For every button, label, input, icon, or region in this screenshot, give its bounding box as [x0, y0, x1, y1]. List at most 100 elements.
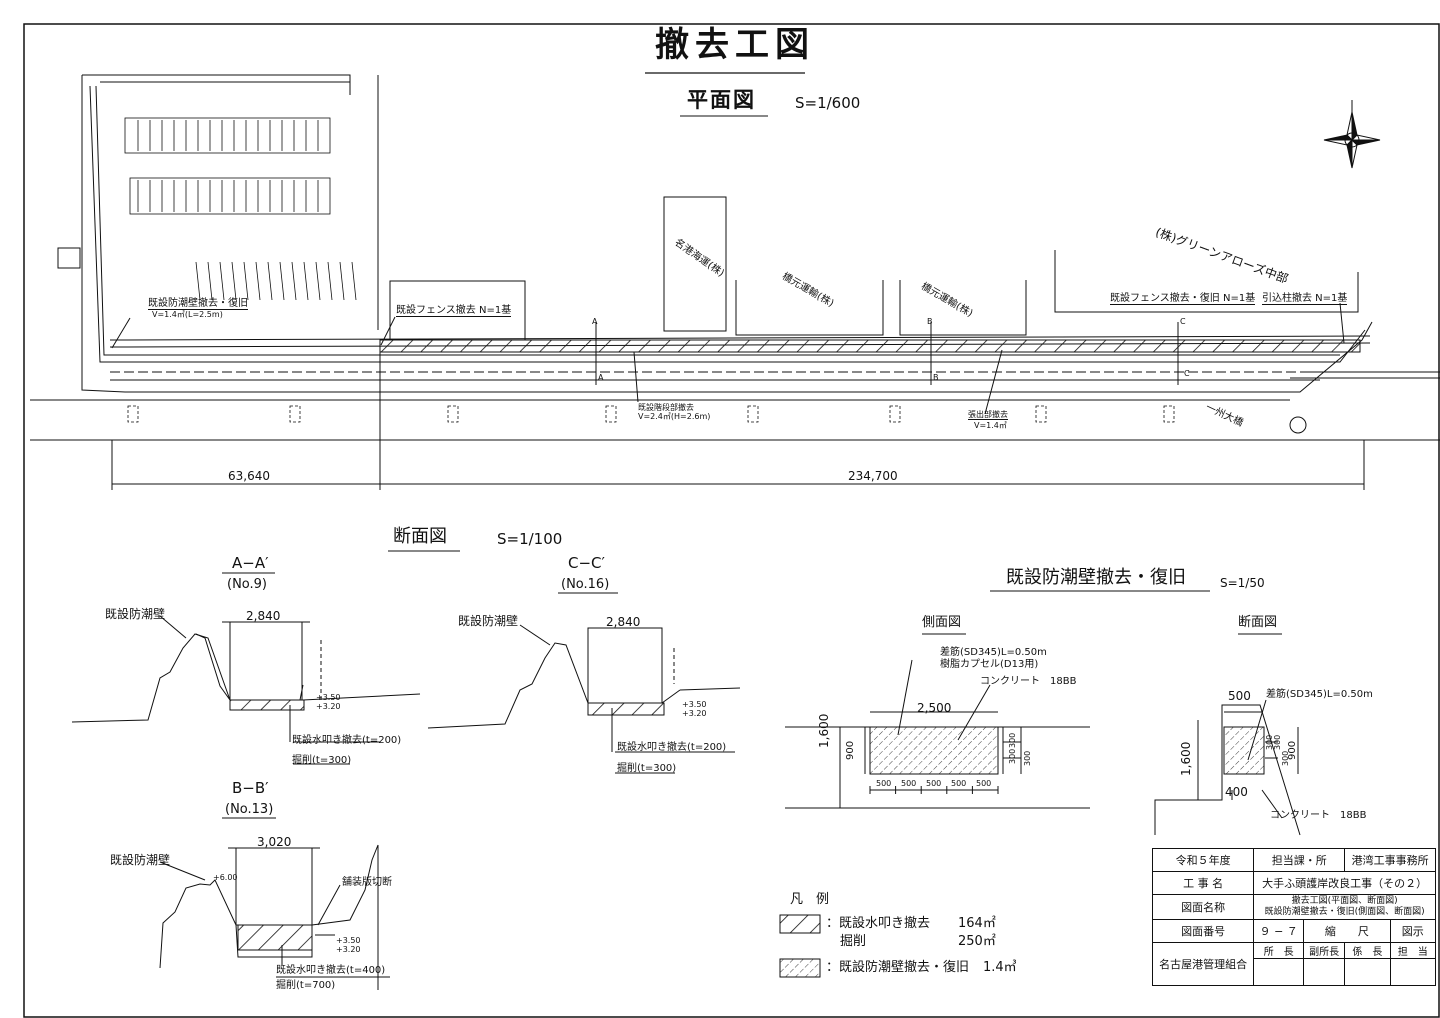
callout-wall-removal-sub: V=1.4㎥(L=2.5m)	[152, 310, 223, 319]
section-cc-width: 2,840	[606, 615, 641, 629]
detail-side-heading: 側面図	[922, 615, 962, 630]
section-bb-width: 3,020	[257, 835, 292, 849]
section-mark-b2: B	[933, 373, 939, 382]
section-aa-no: (No.9)	[227, 577, 267, 592]
legend-row2: 掘削	[840, 934, 867, 949]
tb-dwg-name-label: 図面名称	[1151, 894, 1255, 920]
tb-sign-box-2	[1303, 958, 1346, 986]
detail-sect-h-part-3: 300	[1281, 750, 1290, 766]
detail-scale: S=1/50	[1220, 576, 1265, 590]
tb-work-label: 工 事 名	[1151, 871, 1255, 895]
detail-side-spacing-2: 500	[901, 779, 917, 788]
detail-side-h-part-1: 300	[1008, 732, 1017, 748]
callout-fence-left: 既設フェンス撤去 N=1基	[396, 305, 512, 317]
section-bb-lev1: +3.50	[336, 936, 361, 945]
legend-row3-value: 1.4㎥	[983, 960, 1017, 975]
detail-sect-h-total: 1,600	[1179, 741, 1193, 776]
tb-sign-box-3	[1344, 958, 1391, 986]
detail-side-h-total: 1,600	[817, 713, 831, 748]
dim-right: 234,700	[848, 469, 898, 483]
section-aa-name: A−A′	[232, 554, 269, 572]
tb-org: 名古屋港管理組合	[1151, 942, 1255, 986]
callout-overhang: 張出部撤去	[968, 410, 1008, 420]
detail-side-width: 2,500	[917, 701, 952, 715]
section-aa-note1: 既設水叩き撤去(t=200)	[292, 735, 402, 746]
detail-side-spacing-4: 500	[951, 779, 967, 788]
callout-overhang-sub: V=1.4㎥	[974, 421, 1007, 430]
tb-scale-value: 図示	[1389, 919, 1437, 943]
callout-stairs-sub: V=2.4㎥(H=2.6m)	[638, 412, 711, 421]
plan-heading: 平面図	[687, 88, 756, 112]
tb-sign-1: 所 長	[1253, 942, 1305, 959]
legend-row1-value: 164㎡	[958, 916, 996, 931]
detail-side-spacing-1: 500	[876, 779, 892, 788]
section-heading: 断面図	[393, 526, 447, 547]
callout-wall-removal: 既設防潮壁撤去・復旧	[148, 298, 248, 310]
section-mark-c2: C	[1184, 369, 1190, 378]
section-bb-note2: 掘削(t=700)	[276, 980, 336, 991]
callout-stairs: 既設階段部撤去	[638, 403, 694, 412]
section-cc-lev1: +3.50	[682, 700, 707, 709]
section-bb-wall: 既設防潮壁	[110, 853, 171, 867]
tb-sign-box-1	[1253, 958, 1305, 986]
tb-dwg-no-label: 図面番号	[1151, 919, 1255, 943]
detail-side-rebar: 差筋(SD345)L=0.50m	[940, 647, 1047, 658]
detail-sect-base: 400	[1225, 785, 1248, 799]
detail-side-spacing-5: 500	[976, 779, 992, 788]
section-aa-width: 2,840	[246, 609, 281, 623]
section-cc-name: C−C′	[568, 554, 605, 572]
section-cc-no: (No.16)	[561, 577, 610, 592]
tb-dwg-name: 撤去工図(平面図、断面図) 既設防潮壁撤去・復旧(側面図、断面図)	[1253, 894, 1436, 920]
section-aa-lev2: +3.20	[316, 702, 341, 711]
detail-side-h-wall: 900	[845, 740, 856, 760]
detail-sect-width: 500	[1228, 689, 1251, 703]
detail-sect-rebar: 差筋(SD345)L=0.50m	[1266, 689, 1373, 700]
section-aa-note2: 掘削(t=300)	[292, 755, 352, 766]
tb-office: 港湾工事事務所	[1344, 848, 1436, 872]
tb-scale-label: 縮 尺	[1303, 919, 1391, 943]
detail-sect-concrete: コンクリート 18BB	[1270, 810, 1367, 821]
section-bb-lev0: +6.00	[213, 873, 238, 882]
section-bb-note1: 既設水叩き撤去(t=400)	[276, 965, 386, 976]
tb-sign-4: 担 当	[1389, 942, 1437, 959]
section-mark-a1: A	[592, 317, 598, 326]
section-cc-note2: 掘削(t=300)	[617, 763, 677, 774]
section-scale: S=1/100	[497, 530, 563, 548]
tb-dwg-no: ９ − ７	[1253, 919, 1305, 943]
detail-sect-heading: 断面図	[1238, 615, 1278, 630]
detail-sect-h-part-2: 300	[1273, 734, 1282, 750]
legend-row2-value: 250㎡	[958, 934, 996, 949]
section-mark-a2: A	[598, 373, 604, 382]
callout-pole: 引込柱撤去 N=1基	[1262, 293, 1348, 305]
tb-charge-label: 担当課・所	[1253, 848, 1346, 872]
section-bb-name: B−B′	[232, 779, 269, 797]
legend-row1: ：既設水叩き撤去	[826, 916, 931, 931]
dim-left: 63,640	[228, 469, 270, 483]
tb-sign-3: 係 長	[1344, 942, 1391, 959]
detail-side-spacing-3: 500	[926, 779, 942, 788]
section-aa-wall: 既設防潮壁	[105, 607, 166, 621]
section-mark-c1: C	[1180, 317, 1186, 326]
section-cc-wall: 既設防潮壁	[458, 614, 519, 628]
section-cc-lev2: +3.20	[682, 709, 707, 718]
tb-sign-2: 副所長	[1303, 942, 1346, 959]
legend-heading: 凡 例	[790, 892, 830, 907]
section-aa-lev1: +3.50	[316, 693, 341, 702]
detail-side-h-part-3: 300	[1023, 750, 1032, 766]
tb-year: 令和５年度	[1151, 848, 1255, 872]
legend-row3: ：既設防潮壁撤去・復旧	[826, 960, 970, 975]
detail-side-h-part-2: 300	[1008, 748, 1017, 764]
plan-scale: S=1/600	[795, 94, 861, 112]
detail-heading: 既設防潮壁撤去・復旧	[1006, 567, 1186, 588]
section-bb-no: (No.13)	[225, 802, 274, 817]
tb-dwg-name-1: 撤去工図(平面図、断面図)	[1291, 896, 1398, 906]
detail-side-concrete: コンクリート 18BB	[980, 676, 1077, 687]
section-cc-note1: 既設水叩き撤去(t=200)	[617, 742, 727, 753]
callout-fence-right: 既設フェンス撤去・復旧 N=1基	[1110, 293, 1256, 305]
tb-work: 大手ふ頭護岸改良工事（その２）	[1253, 871, 1436, 895]
title-block: 令和５年度 担当課・所 港湾工事事務所 工 事 名 大手ふ頭護岸改良工事（その２…	[1151, 848, 1437, 986]
detail-side-cap: 樹脂カプセル(D13用)	[940, 659, 1039, 670]
drawing-title: 撤去工図	[655, 25, 815, 65]
section-mark-b1: B	[927, 317, 933, 326]
